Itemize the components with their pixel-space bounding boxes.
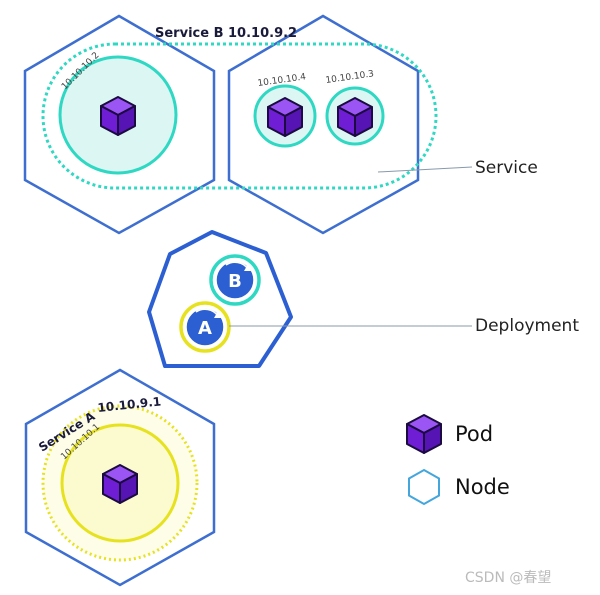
pod-icon: [102, 464, 138, 504]
legend-node: Node: [455, 475, 510, 499]
deployment-heptagon: [147, 230, 293, 368]
node-icon: [408, 468, 440, 506]
service-b-label: Service B 10.10.9.2: [155, 26, 297, 41]
replica-b: B: [209, 254, 261, 306]
service-b-boundary: [41, 42, 438, 190]
watermark: CSDN @春望: [465, 570, 551, 586]
pod-icon: [267, 97, 303, 137]
legend-pod: Pod: [455, 422, 493, 446]
deployment-callout: Deployment: [475, 316, 579, 336]
node-2: 10.10.10.4 10.10.10.3: [227, 14, 420, 235]
legend: Pod Node: [406, 414, 510, 506]
replica-a: A: [179, 301, 231, 353]
service-callout: Service: [475, 158, 538, 178]
deployment: B A: [147, 230, 293, 368]
service-callout-line: [377, 166, 473, 173]
replica-b-letter: B: [228, 271, 242, 292]
node-3-hexagon: [24, 368, 216, 587]
node-1: 10.10.10.2: [23, 14, 216, 235]
node-1-hexagon: [23, 14, 216, 235]
node-2-hexagon: [227, 14, 420, 235]
node-3: 10.10.10.1 Service A 10.10.9.1: [24, 368, 216, 587]
service-a-ip: 10.10.9.1: [97, 394, 162, 415]
pod-icon: [337, 97, 373, 137]
replica-a-letter: A: [198, 318, 212, 339]
pod-icon: [100, 96, 136, 136]
pod-icon: [406, 414, 442, 454]
pod-ip-3: 10.10.10.3: [325, 69, 375, 86]
